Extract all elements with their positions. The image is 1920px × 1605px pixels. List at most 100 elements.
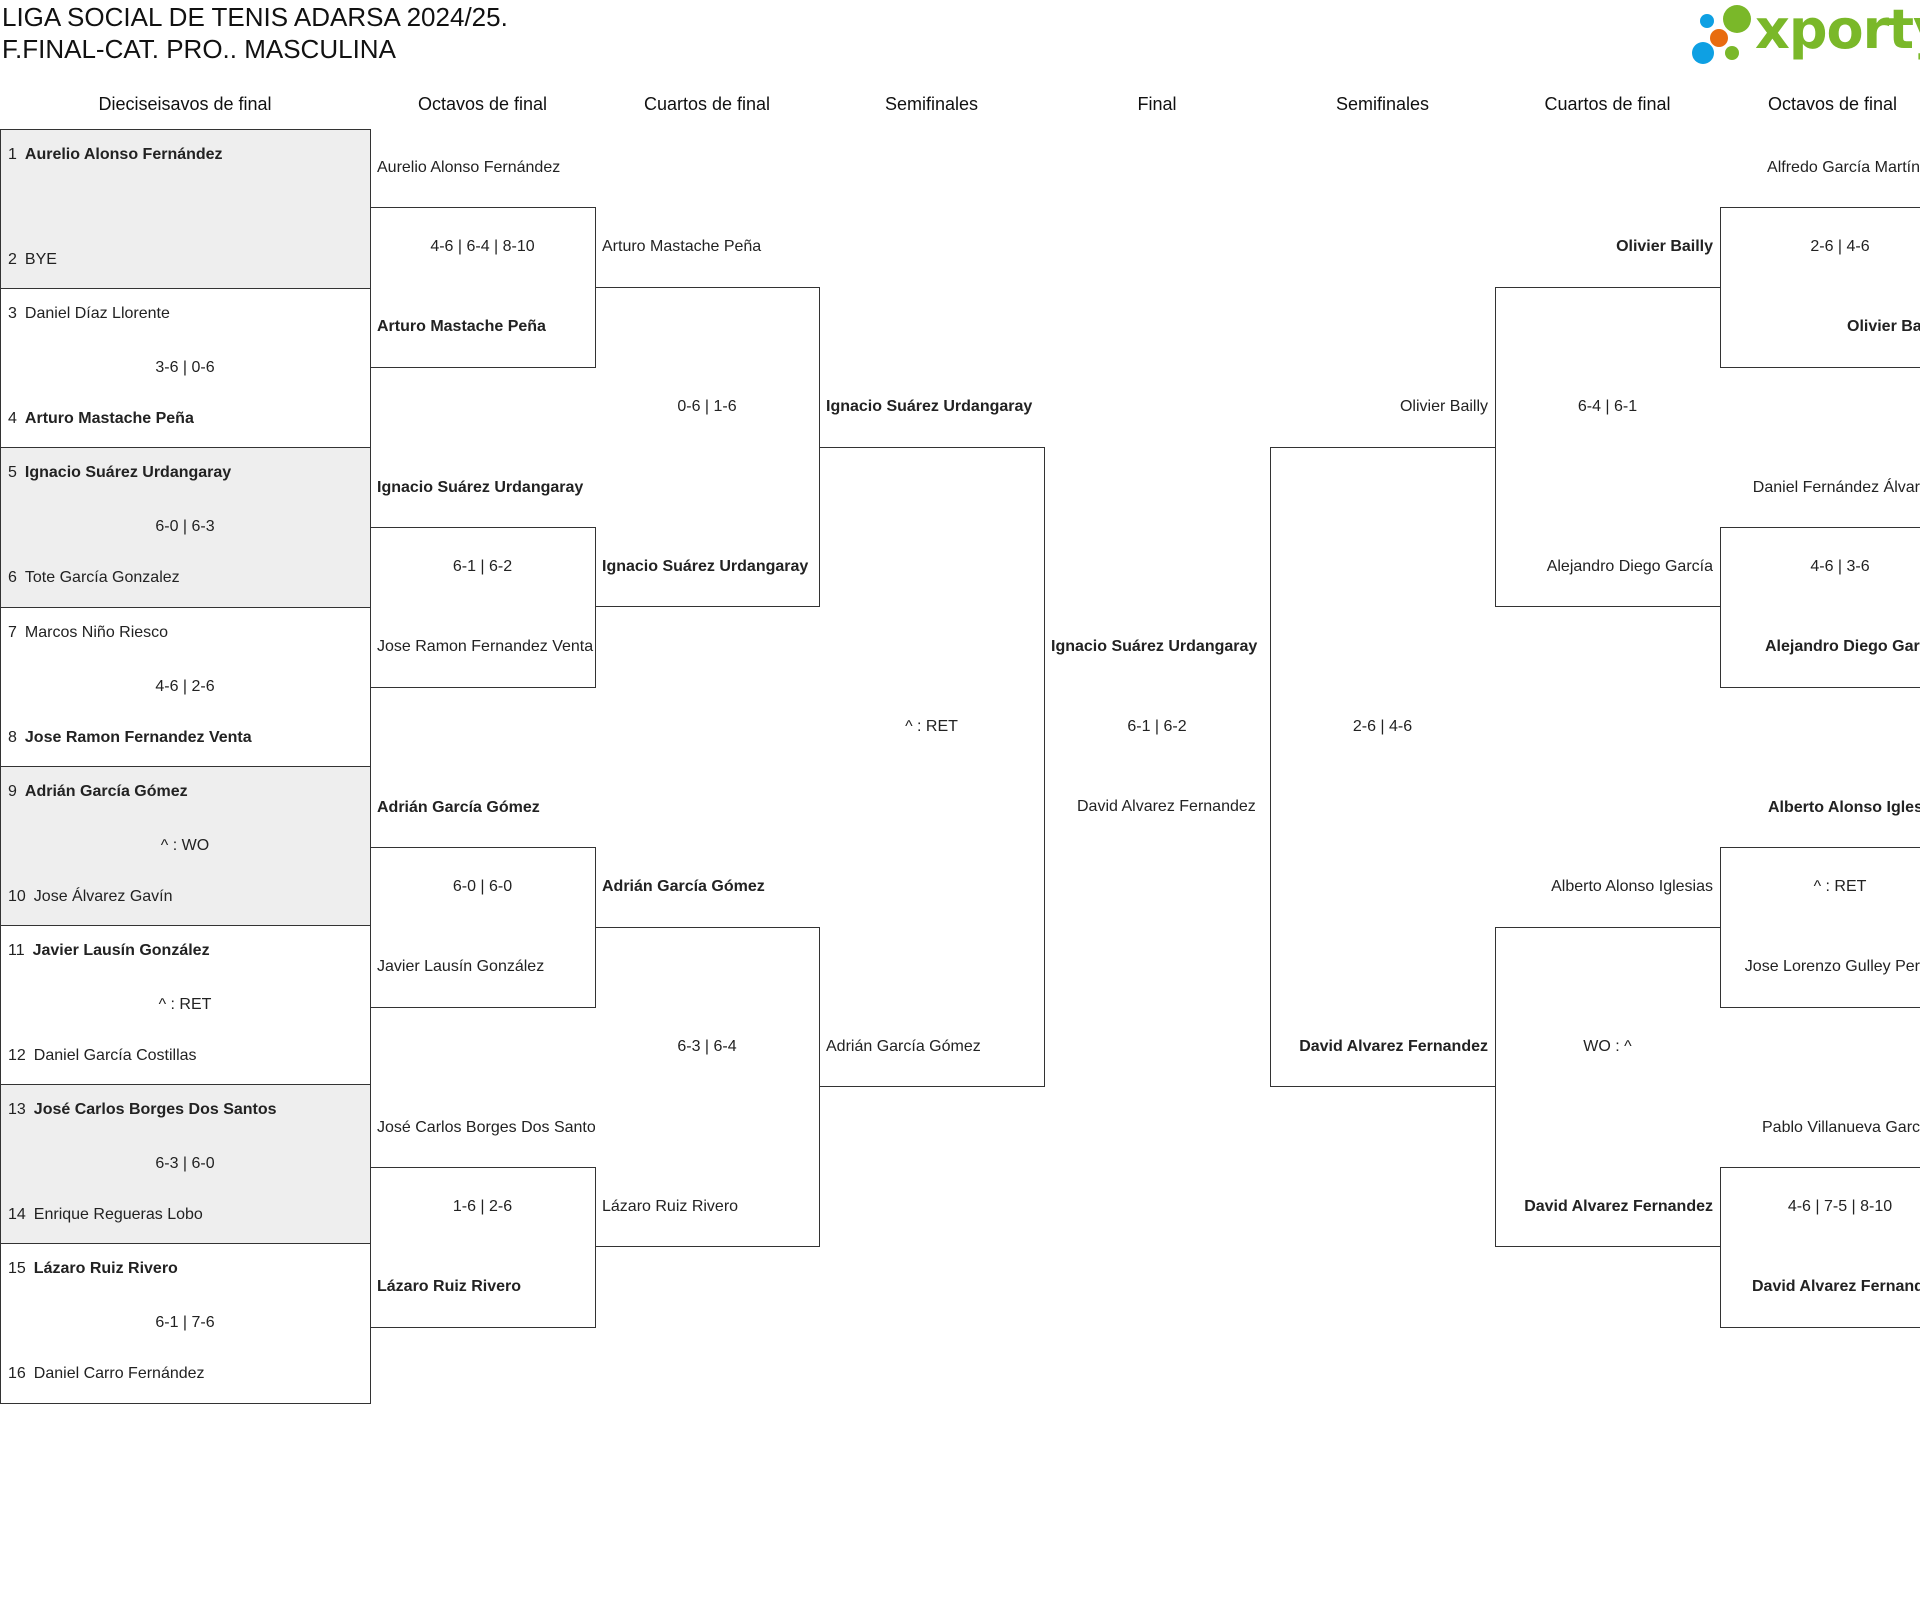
player-name[interactable]: Arturo Mastache Peña — [602, 238, 762, 255]
player-name[interactable]: Aurelio Alonso Fernández — [377, 159, 561, 176]
player-name[interactable]: David Alvarez Fernand — [1752, 1278, 1920, 1295]
seed-number: 12 — [8, 1047, 26, 1064]
player-name[interactable]: Ignacio Suárez Urdangaray — [826, 398, 1033, 415]
round-header-qf-right: Cuartos de final — [1544, 94, 1671, 114]
match-score: 6-3 | 6-4 — [677, 1038, 737, 1055]
match-score: 3-6 | 0-6 — [155, 359, 215, 377]
player-name: Adrián García Gómez — [24, 782, 188, 800]
player-name: José Carlos Borges Dos Santos — [33, 1101, 277, 1119]
player-name[interactable]: Ignacio Suárez Urdangaray — [1051, 638, 1258, 655]
match-box — [0, 765, 371, 926]
player-name[interactable]: Alejandro Diego Garc — [1765, 638, 1920, 655]
player-name[interactable]: Adrián García Gómez — [826, 1038, 981, 1055]
player-name: BYE — [24, 251, 57, 268]
match-score: 6-0 | 6-3 — [155, 518, 215, 536]
round-header-qf-left: Cuartos de final — [643, 94, 771, 114]
match-score: ^ : RET — [1813, 878, 1867, 895]
player-name[interactable]: Arturo Mastache Peña — [377, 318, 546, 335]
player-entry[interactable]: 3 Daniel Díaz Llorente — [8, 304, 363, 324]
match-box — [1720, 847, 1920, 1008]
player-name[interactable]: Alejandro Diego García — [1546, 558, 1713, 575]
player-name[interactable]: José Carlos Borges Dos Santos — [377, 1119, 595, 1136]
seed-number: 9 — [8, 782, 17, 800]
player-name: Daniel Díaz Llorente — [24, 305, 170, 323]
seed-number: 16 — [8, 1365, 26, 1383]
player-entry[interactable]: 2 BYE — [8, 250, 363, 270]
player-name[interactable]: David Alvarez Fernandez — [1077, 798, 1256, 815]
match-score: 4-6 | 3-6 — [1810, 558, 1870, 575]
player-entry[interactable]: 12 Daniel García Costillas — [8, 1046, 363, 1066]
player-name[interactable]: Lázaro Ruiz Rivero — [602, 1198, 739, 1215]
player-name[interactable]: Alfredo García Martín — [1767, 159, 1920, 176]
xporty-logo: xporty — [1690, 0, 1920, 68]
seed-number: 15 — [8, 1260, 26, 1278]
player-name[interactable]: David Alvarez Fernandez — [1524, 1198, 1713, 1215]
player-name[interactable]: Javier Lausín González — [377, 958, 545, 975]
player-name[interactable]: Alberto Alonso Iglesi — [1768, 799, 1920, 816]
player-name[interactable]: Daniel Fernández Álvar — [1752, 479, 1920, 496]
player-name[interactable]: Olivier Bailly — [1399, 398, 1488, 415]
player-name: Javier Lausín González — [32, 942, 210, 959]
seed-number: 3 — [8, 305, 17, 323]
player-name: Jose Álvarez Gavín — [33, 887, 173, 905]
player-name: Lázaro Ruiz Rivero — [33, 1260, 178, 1278]
logo-dot-icon — [1692, 42, 1714, 64]
match-score — [0, 199, 370, 219]
player-name[interactable]: Alberto Alonso Iglesias — [1551, 878, 1713, 895]
player-entry[interactable]: 11 Javier Lausín González — [8, 941, 363, 961]
player-name: Daniel Carro Fernández — [33, 1365, 205, 1383]
seed-number: 1 — [8, 146, 17, 163]
player-name: Marcos Niño Riesco — [24, 623, 169, 641]
seed-number: 8 — [8, 728, 17, 746]
player-name[interactable]: Pablo Villanueva Garc — [1762, 1119, 1920, 1136]
match-box — [0, 1084, 371, 1245]
player-name[interactable]: David Alvarez Fernandez — [1299, 1038, 1488, 1055]
player-name: Ignacio Suárez Urdangaray — [24, 464, 232, 482]
player-name[interactable]: Olivier Bai — [1847, 318, 1920, 335]
player-entry[interactable]: 16 Daniel Carro Fernández — [8, 1364, 363, 1384]
match-box — [1495, 927, 1721, 1247]
match-score: 1-6 | 2-6 — [452, 1198, 513, 1215]
page-subtitle: F.FINAL-CAT. PRO.. MASCULINA — [2, 34, 396, 64]
player-entry[interactable]: 15 Lázaro Ruiz Rivero — [8, 1259, 363, 1279]
player-entry[interactable]: 13 José Carlos Borges Dos Santos — [8, 1100, 363, 1120]
logo-dot-icon — [1725, 46, 1739, 60]
seed-number: 13 — [8, 1101, 26, 1119]
player-name[interactable]: Olivier Bailly — [1616, 238, 1713, 255]
player-name[interactable]: Jose Ramon Fernandez Venta — [377, 638, 594, 655]
player-name[interactable]: Ignacio Suárez Urdangaray — [377, 479, 584, 496]
player-name: Tote García Gonzalez — [24, 569, 180, 587]
match-box — [1270, 447, 1496, 1087]
match-score: WO : ^ — [1583, 1038, 1632, 1055]
match-box — [370, 1167, 596, 1328]
logo-dot-icon — [1710, 29, 1728, 47]
player-name: Daniel García Costillas — [33, 1047, 197, 1064]
match-score: 6-0 | 6-0 — [452, 878, 513, 895]
player-entry[interactable]: 9 Adrián García Gómez — [8, 782, 363, 802]
match-score: ^ : RET — [158, 996, 212, 1013]
round-header-sf-right: Semifinales — [1335, 94, 1430, 114]
player-name[interactable]: Adrián García Gómez — [602, 878, 765, 895]
match-box — [819, 447, 1045, 1087]
logo-dot-icon — [1700, 14, 1714, 28]
player-name[interactable]: Lázaro Ruiz Rivero — [377, 1278, 522, 1295]
logo-text: xporty — [1755, 0, 1920, 61]
match-score: 4-6 | 7-5 | 8-10 — [1787, 1198, 1893, 1215]
seed-number: 2 — [8, 251, 17, 268]
player-name[interactable]: Adrián García Gómez — [377, 799, 540, 816]
seed-number: 11 — [8, 942, 25, 959]
match-score: 6-1 | 6-2 — [452, 558, 513, 575]
player-name[interactable]: Jose Lorenzo Gulley Per — [1744, 958, 1920, 975]
match-score: 4-6 | 6-4 | 8-10 — [430, 238, 535, 255]
match-box — [0, 288, 371, 449]
player-name[interactable]: Ignacio Suárez Urdangaray — [602, 558, 809, 575]
match-score: 6-4 | 6-1 — [1577, 398, 1638, 415]
